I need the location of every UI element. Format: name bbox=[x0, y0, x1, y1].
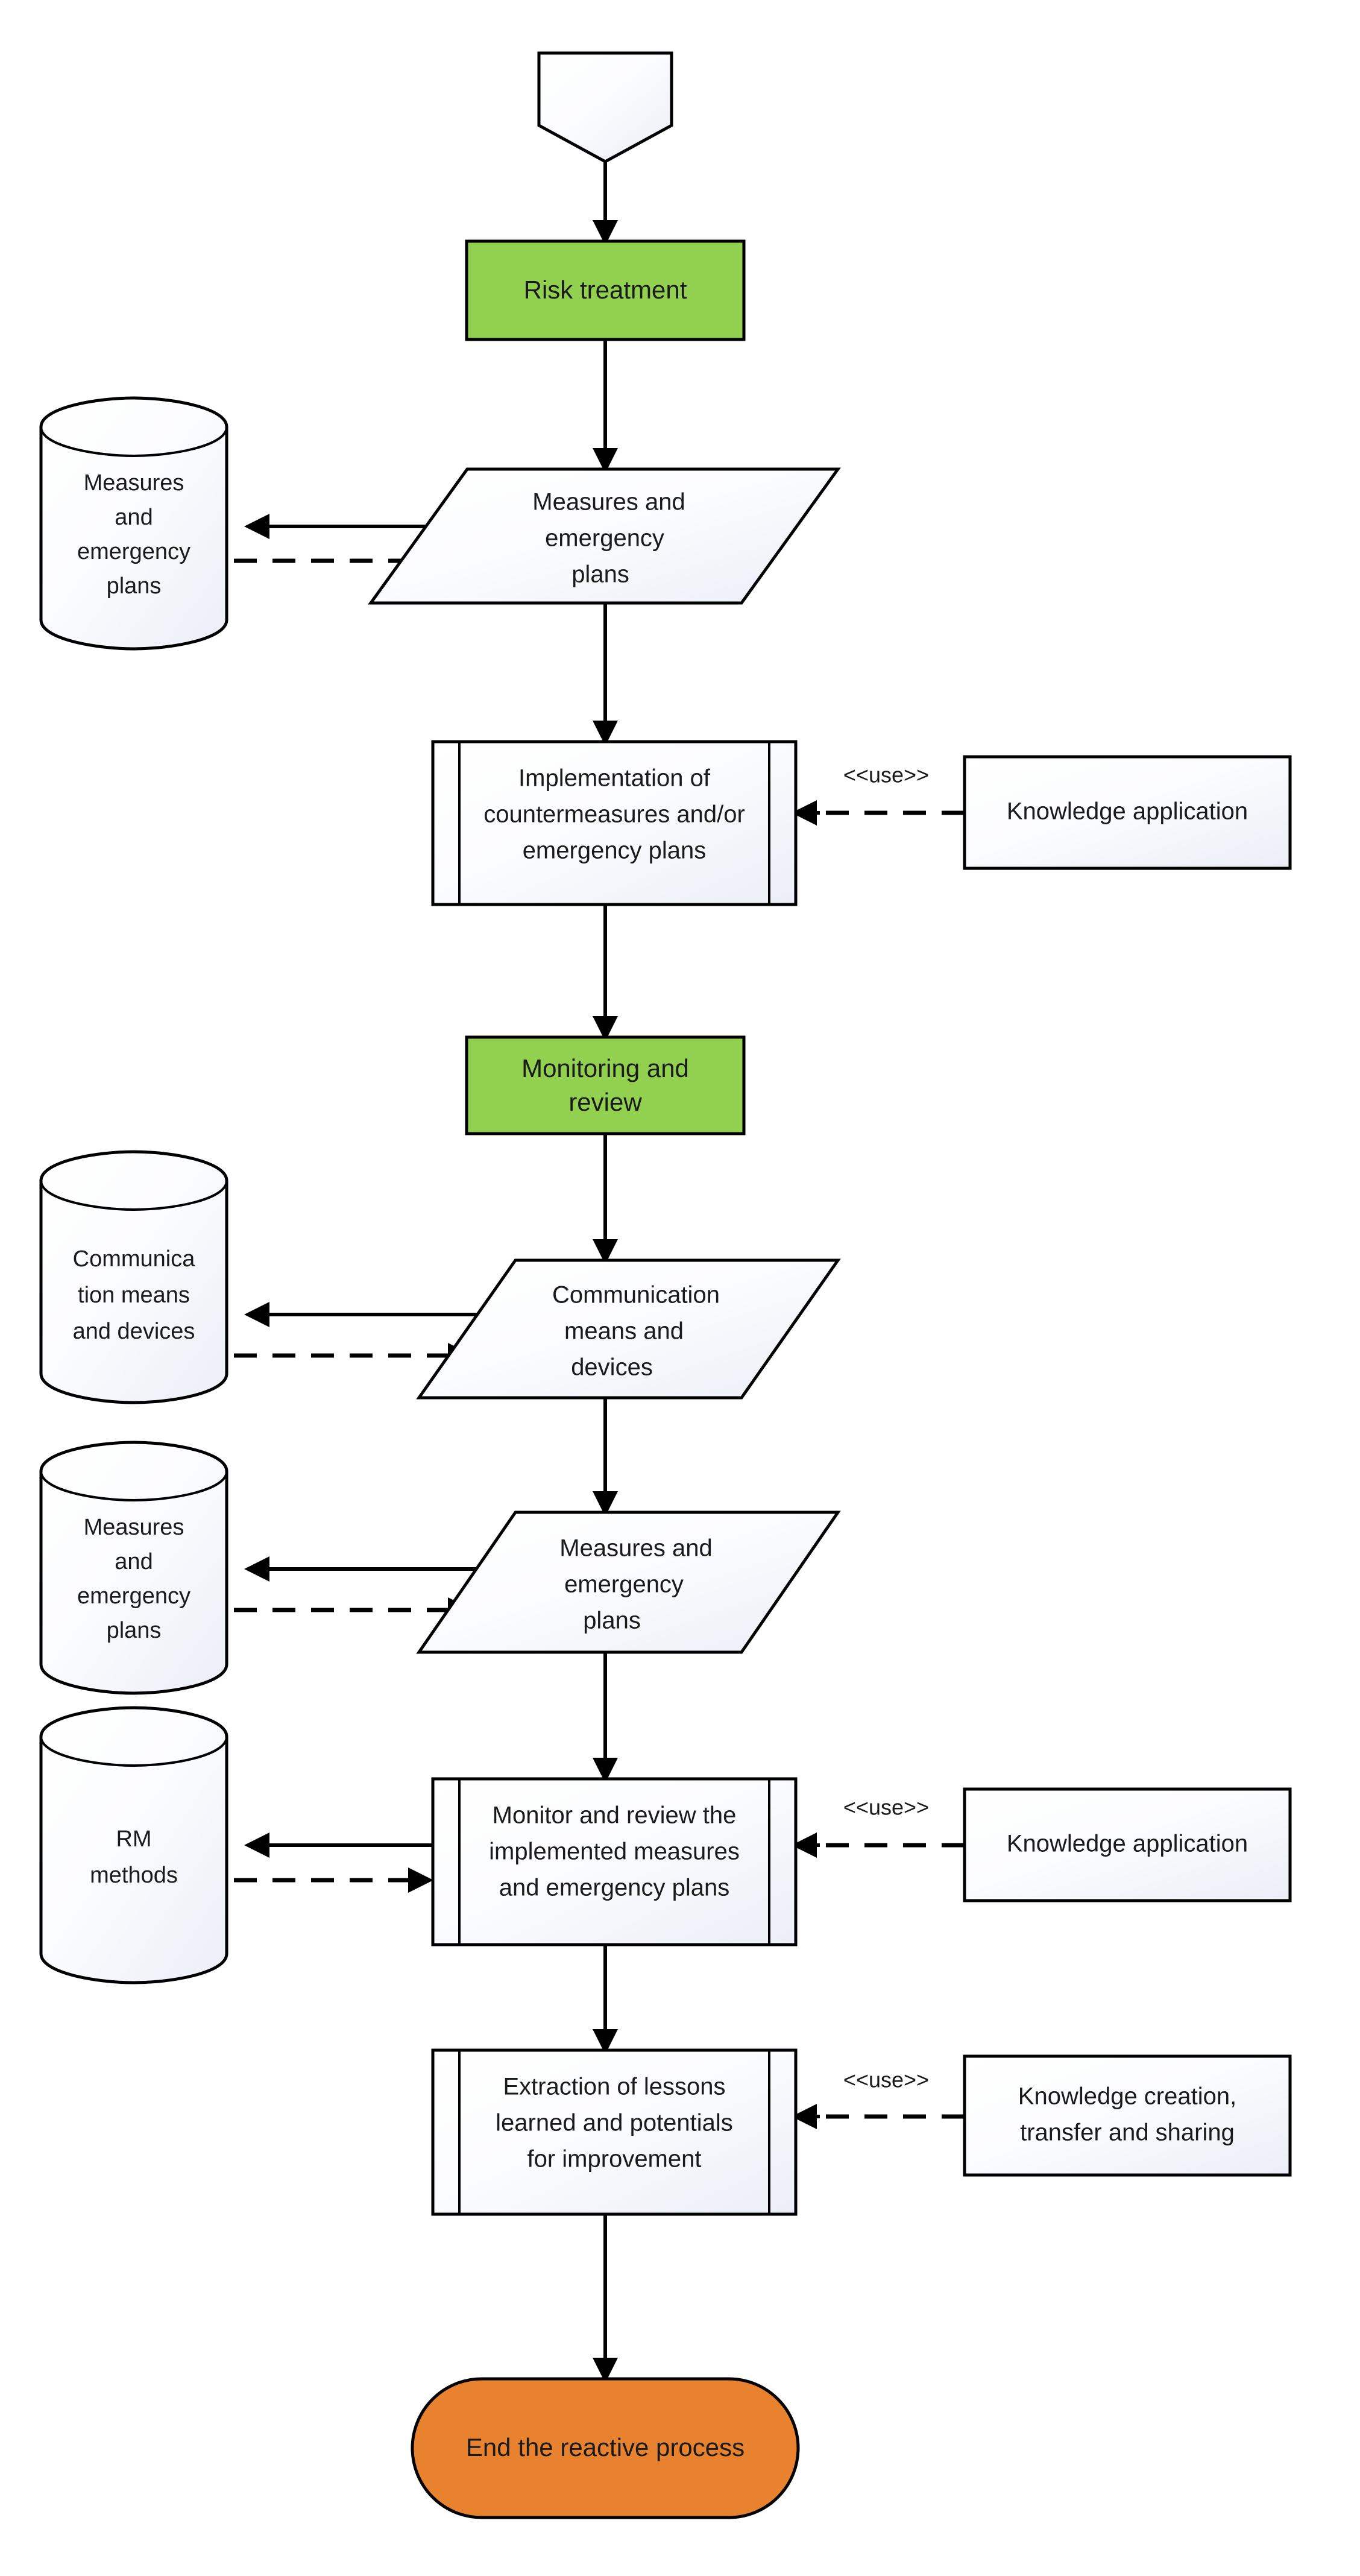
store-rm-methods-node[interactable]: RM methods bbox=[39, 1706, 228, 1984]
data-communication-line1: Communication bbox=[552, 1282, 720, 1309]
store-measures-2-line3: emergency bbox=[77, 1583, 190, 1609]
proc-monitor-review-shape bbox=[431, 1777, 798, 1946]
store-communication-node[interactable]: Communica tion means and devices bbox=[39, 1150, 228, 1404]
store-measures-1-line2: and bbox=[115, 505, 153, 530]
store-rm-methods-line2: methods bbox=[90, 1863, 178, 1888]
data-communication-node[interactable]: Communication means and devices bbox=[416, 1258, 841, 1400]
proc-implementation-line3: emergency plans bbox=[523, 838, 707, 864]
store-measures-1-cylinder bbox=[39, 396, 228, 651]
use-label-3: <<use>> bbox=[843, 2068, 929, 2092]
data-measures-2-line3: plans bbox=[583, 1608, 641, 1634]
knowledge-application-1-label: Knowledge application bbox=[1007, 798, 1248, 825]
risk-treatment-label: Risk treatment bbox=[524, 276, 687, 304]
store-measures-2-line2: and bbox=[115, 1549, 153, 1574]
store-communication-line3: and devices bbox=[73, 1319, 195, 1344]
store-measures-1-node[interactable]: Measures and emergency plans bbox=[39, 396, 228, 651]
monitoring-review-shape bbox=[465, 1035, 746, 1135]
knowledge-creation-line1: Knowledge creation, bbox=[1018, 2083, 1236, 2110]
risk-treatment-node[interactable]: Risk treatment bbox=[465, 239, 746, 341]
use-label-1: <<use>> bbox=[843, 763, 929, 788]
data-measures-1-node[interactable]: Measures and emergency plans bbox=[368, 467, 841, 605]
proc-monitor-review-line3: and emergency plans bbox=[499, 1875, 729, 1901]
data-communication-line3: devices bbox=[571, 1354, 653, 1381]
store-measures-1-line3: emergency bbox=[77, 539, 190, 564]
store-communication-cylinder bbox=[39, 1150, 228, 1404]
proc-monitor-review-node[interactable]: Monitor and review the implemented measu… bbox=[431, 1777, 798, 1946]
start-connector-shape bbox=[537, 51, 673, 163]
store-measures-2-line1: Measures bbox=[84, 1515, 184, 1540]
knowledge-application-2-shape bbox=[963, 1787, 1292, 1902]
data-communication-line2: means and bbox=[564, 1318, 684, 1345]
start-connector-node[interactable] bbox=[537, 51, 673, 163]
proc-extraction-line2: learned and potentials bbox=[496, 2110, 733, 2136]
end-terminator-shape bbox=[411, 2377, 800, 2519]
risk-treatment-shape bbox=[465, 239, 746, 341]
store-measures-1-line4: plans bbox=[107, 573, 162, 599]
knowledge-application-1-shape bbox=[963, 755, 1292, 870]
store-measures-2-node[interactable]: Measures and emergency plans bbox=[39, 1441, 228, 1695]
monitoring-review-line2: review bbox=[568, 1088, 642, 1116]
store-measures-1-line1: Measures bbox=[84, 470, 184, 496]
monitoring-review-node[interactable]: Monitoring and review bbox=[465, 1035, 746, 1135]
knowledge-creation-shape bbox=[963, 2054, 1292, 2177]
store-rm-methods-cylinder-top bbox=[40, 1736, 228, 1767]
data-measures-1-shape bbox=[368, 467, 841, 605]
data-communication-shape bbox=[416, 1258, 841, 1400]
data-measures-2-line2: emergency bbox=[564, 1571, 684, 1598]
knowledge-application-1-node[interactable]: Knowledge application bbox=[963, 755, 1292, 870]
store-communication-line1: Communica bbox=[73, 1246, 196, 1272]
end-terminator-node[interactable]: End the reactive process bbox=[411, 2377, 800, 2519]
store-rm-methods-cylinder bbox=[39, 1706, 228, 1984]
store-measures-2-cylinder-top bbox=[40, 1471, 228, 1502]
store-communication-line2: tion means bbox=[78, 1283, 190, 1308]
proc-extraction-node[interactable]: Extraction of lessons learned and potent… bbox=[431, 2048, 798, 2216]
store-measures-1-cylinder-top bbox=[40, 426, 228, 458]
monitoring-review-line1: Monitoring and bbox=[521, 1054, 689, 1082]
knowledge-application-2-node[interactable]: Knowledge application bbox=[963, 1787, 1292, 1902]
data-measures-2-node[interactable]: Measures and emergency plans bbox=[416, 1511, 841, 1654]
store-measures-2-line4: plans bbox=[107, 1618, 162, 1643]
store-measures-2-cylinder bbox=[39, 1441, 228, 1695]
data-measures-1-line1: Measures and bbox=[532, 489, 685, 516]
end-terminator-label: End the reactive process bbox=[466, 2433, 745, 2461]
data-measures-1-line3: plans bbox=[571, 561, 629, 588]
proc-extraction-shape bbox=[431, 2048, 798, 2216]
data-measures-1-line2: emergency bbox=[545, 525, 664, 552]
data-measures-2-shape bbox=[416, 1511, 841, 1654]
knowledge-application-2-label: Knowledge application bbox=[1007, 1831, 1248, 1857]
proc-monitor-review-line1: Monitor and review the bbox=[493, 1802, 737, 1829]
proc-implementation-line1: Implementation of bbox=[518, 765, 711, 792]
proc-extraction-line1: Extraction of lessons bbox=[503, 2074, 725, 2100]
knowledge-creation-node[interactable]: Knowledge creation, transfer and sharing bbox=[963, 2054, 1292, 2177]
store-rm-methods-line1: RM bbox=[116, 1826, 151, 1852]
proc-implementation-shape bbox=[431, 740, 798, 906]
data-measures-2-line1: Measures and bbox=[559, 1535, 712, 1562]
use-label-2: <<use>> bbox=[843, 1795, 929, 1820]
proc-extraction-line3: for improvement bbox=[527, 2146, 702, 2173]
knowledge-creation-line2: transfer and sharing bbox=[1020, 2120, 1235, 2146]
proc-implementation-node[interactable]: Implementation of countermeasures and/or… bbox=[431, 740, 798, 906]
proc-implementation-line2: countermeasures and/or bbox=[483, 801, 745, 828]
store-communication-cylinder-top bbox=[40, 1180, 228, 1211]
proc-monitor-review-line2: implemented measures bbox=[489, 1839, 740, 1865]
